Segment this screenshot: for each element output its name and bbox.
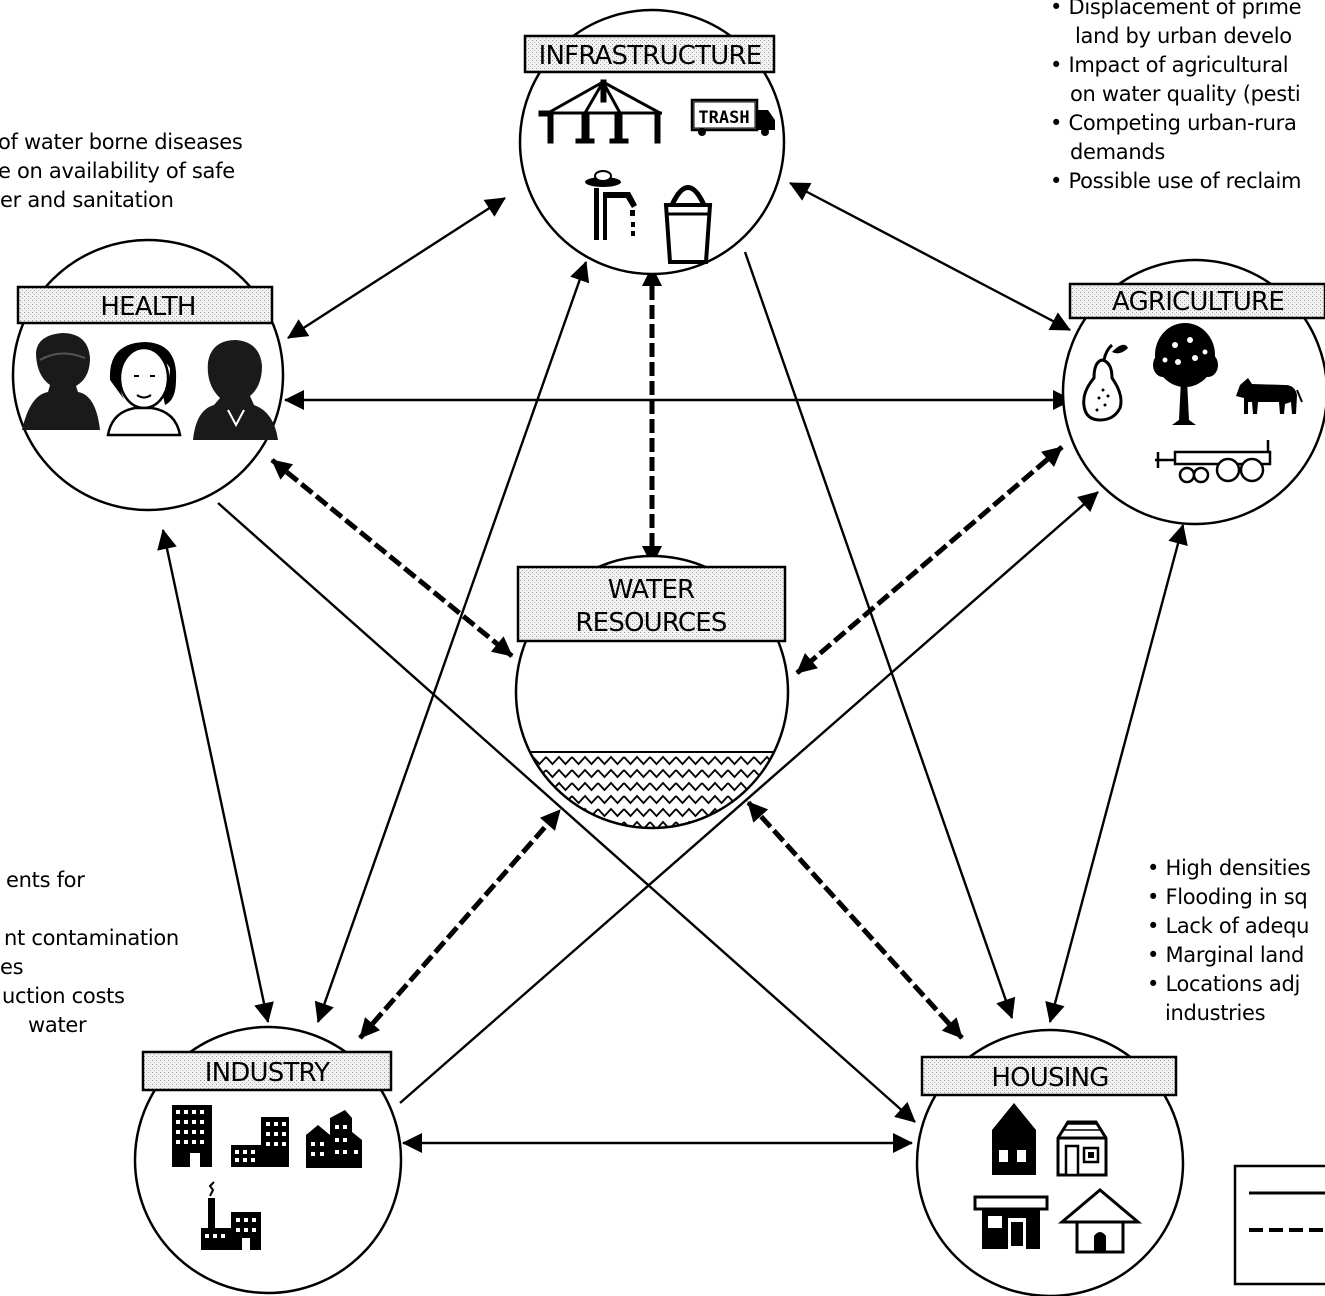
water-label-line1: WATER [608, 575, 695, 605]
note-line: • Impact of agricultural [1050, 53, 1289, 77]
note-line: nt contamination [4, 926, 179, 950]
factory-building-icon [231, 1117, 289, 1167]
trash-truck-icon: TRASH [690, 98, 775, 136]
cow-icon [1236, 378, 1303, 414]
note-line: e on availability of safe [0, 159, 235, 183]
note-line: er and sanitation [0, 188, 174, 212]
agriculture-notes: • Displacement of prime land by urban de… [1050, 0, 1302, 196]
arrow-infrastructure-health [287, 196, 506, 340]
dashed-arrow-industry-water [358, 808, 562, 1040]
note-line: on water quality (pesti [1070, 82, 1301, 106]
dashed-connections [270, 266, 1064, 1040]
infrastructure-node: TRASH INFRASTRUCTURE [518, 8, 786, 276]
note-line: • Flooding in sq [1147, 885, 1308, 909]
water-tap-icon [585, 170, 637, 240]
note-line: es [0, 955, 24, 979]
water-resources-node: WATER RESOURCES [514, 554, 790, 830]
health-notes: of water borne diseases e on availabilit… [0, 128, 243, 215]
shop-icon [973, 1195, 1049, 1249]
cottage-icon [1056, 1120, 1108, 1177]
housing-label: HOUSING [991, 1063, 1108, 1093]
arrow-agriculture-housing [1045, 524, 1188, 1023]
health-label: HEALTH [100, 292, 195, 322]
note-line: • Locations adj [1147, 972, 1301, 996]
infrastructure-label: INFRASTRUCTURE [539, 41, 762, 71]
trailer-icon [1155, 440, 1272, 484]
note-line: • Possible use of reclaim [1050, 169, 1302, 193]
hut-icon [1057, 1188, 1143, 1254]
note-line: • Lack of adequ [1147, 914, 1310, 938]
housing-node: HOUSING [915, 1028, 1185, 1296]
note-line: • Displacement of prime [1050, 0, 1302, 19]
woman-icon [106, 342, 182, 437]
man-icon [193, 340, 278, 440]
industry-notes: ents for nt contamination es uction cost… [0, 866, 179, 1040]
dashed-arrow-agriculture-water [795, 445, 1064, 675]
water-waves-icon [517, 751, 787, 827]
person-icon [22, 333, 100, 430]
trash-label: TRASH [698, 108, 749, 128]
note-line: ents for [6, 868, 85, 892]
pear-icon [1082, 343, 1128, 422]
dashed-arrow-housing-water [746, 800, 964, 1040]
smokestack-factory-icon [201, 1181, 261, 1250]
office-building-icon [172, 1105, 212, 1167]
note-line: uction costs [2, 984, 125, 1008]
arrow-health-industry [157, 529, 274, 1023]
note-line: demands [1070, 140, 1166, 164]
dashed-arrow-health-water [270, 458, 514, 658]
legend [1233, 1164, 1325, 1286]
note-line: water [28, 1013, 87, 1037]
industry-node: INDUSTRY [133, 1025, 403, 1295]
arrow-infrastructure-agriculture [789, 181, 1071, 332]
water-tower-icon [538, 79, 662, 144]
note-line: • Marginal land [1147, 943, 1305, 967]
agriculture-label: AGRICULTURE [1112, 287, 1284, 317]
note-line: • Competing urban-rura [1050, 111, 1297, 135]
industry-label: INDUSTRY [205, 1058, 330, 1088]
housing-notes: • High densities • Flooding in sq • Lack… [1147, 854, 1311, 1028]
city-buildings-icon [306, 1110, 362, 1168]
tree-icon [1153, 323, 1218, 425]
agriculture-node: AGRICULTURE [1061, 258, 1325, 526]
bucket-icon [663, 185, 713, 264]
note-line: • High densities [1147, 856, 1311, 880]
note-line: industries [1165, 1001, 1266, 1025]
note-line: land by urban develo [1075, 24, 1292, 48]
note-line: of water borne diseases [0, 130, 243, 154]
water-label-line2: RESOURCES [575, 608, 726, 638]
health-node: HEALTH [11, 238, 285, 512]
house-icon [992, 1103, 1036, 1175]
